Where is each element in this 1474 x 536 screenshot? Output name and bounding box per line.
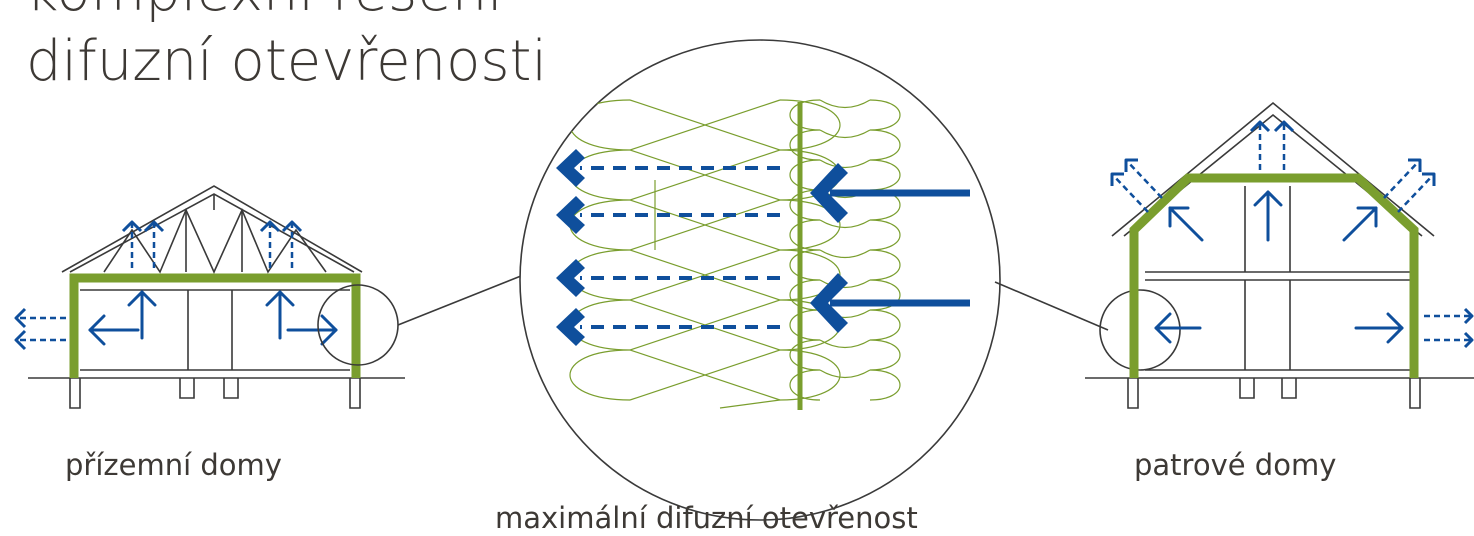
insulation-layer-right: [1129, 173, 1419, 378]
vapour-arrows-right: [1110, 120, 1474, 349]
diffusion-arrows: [556, 149, 970, 346]
vapour-arrows-left: [14, 220, 338, 351]
caption-multi-storey: patrové domy: [1134, 448, 1337, 482]
title-line-2: difuzní otevřenosti: [26, 29, 548, 94]
insulation-layer-left: [69, 273, 361, 378]
roof-outline-left: [61, 185, 363, 273]
single-storey-house: [28, 185, 405, 409]
caption-max-diffusion: maximální difuzní otevřenost: [495, 501, 918, 535]
caption-single-storey: přízemní domy: [65, 448, 282, 482]
mineral-wool-insulation: [569, 99, 901, 409]
detail-zoom-circle: [519, 39, 1001, 521]
roof-outline-right: [1111, 101, 1435, 237]
detail-ring-right: [1099, 289, 1181, 371]
title-line-1: komplexní řešení: [26, 0, 503, 24]
